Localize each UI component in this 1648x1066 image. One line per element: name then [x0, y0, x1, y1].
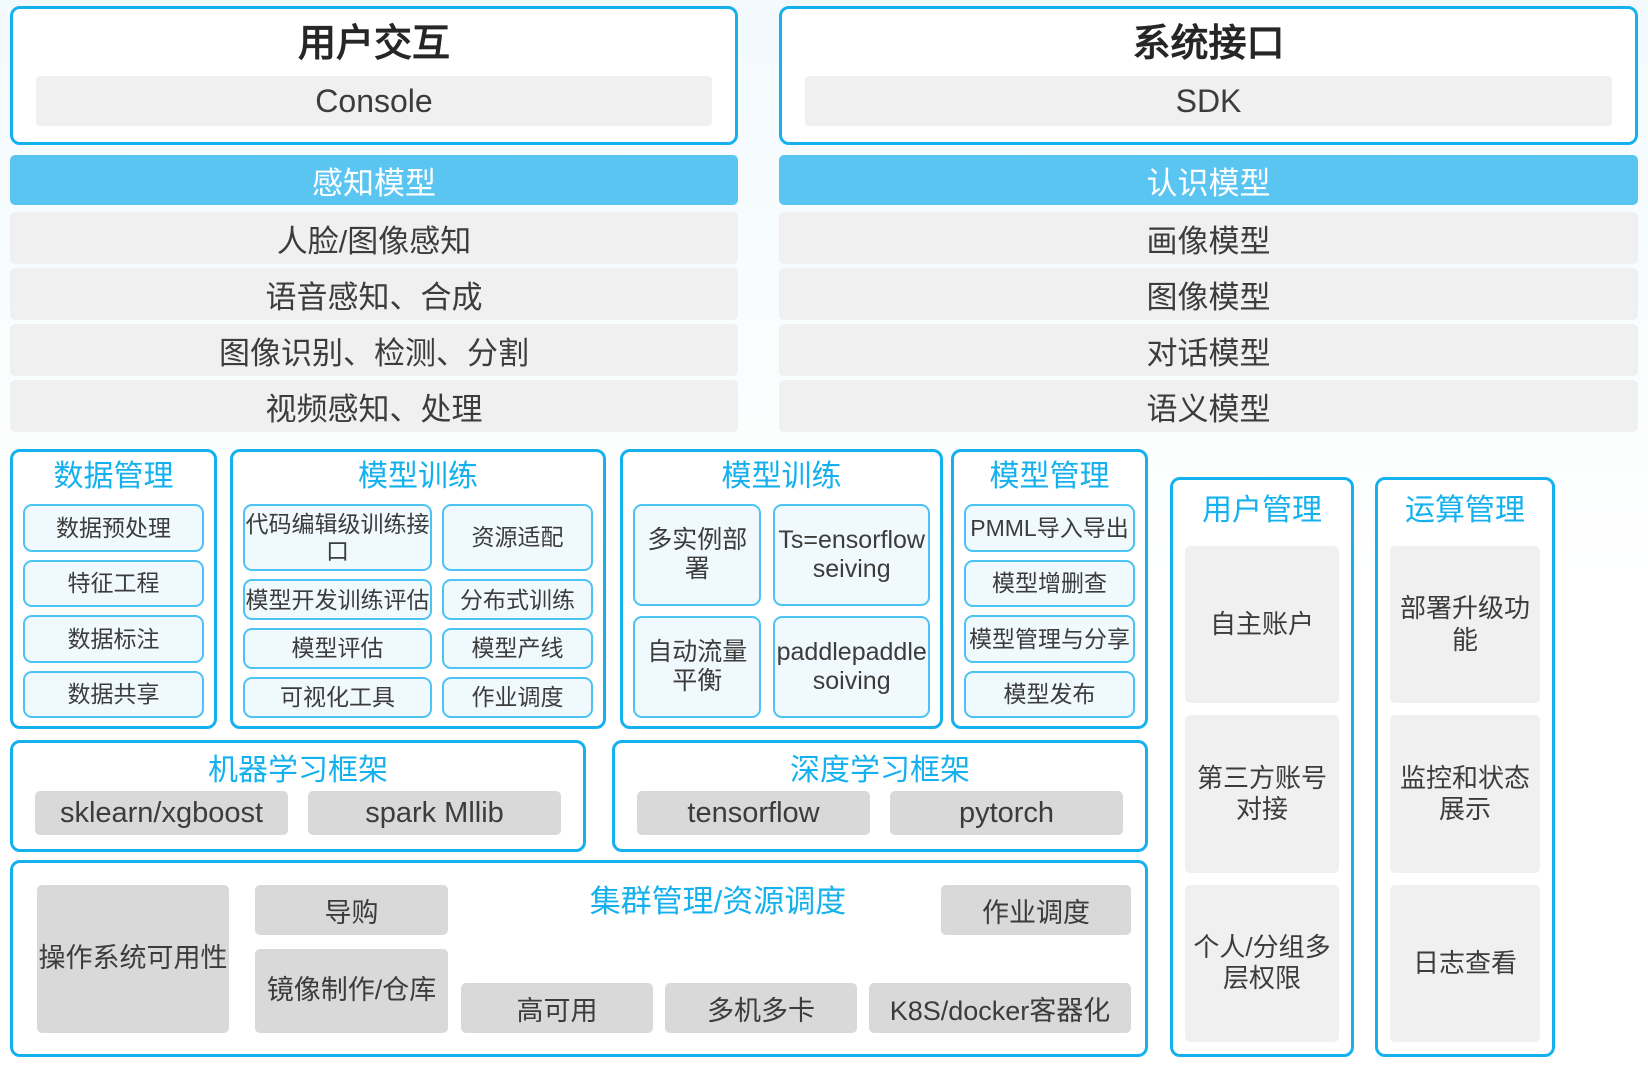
system-interface-title: 系统接口	[1132, 23, 1285, 65]
perception-row-3[interactable]: 视频感知、处理	[10, 380, 738, 432]
cluster-item-mirror-repository[interactable]: 镜像制作/仓库	[255, 949, 448, 1033]
cognition-row-1[interactable]: 图像模型	[779, 268, 1638, 320]
data-management-item[interactable]: 数据标注	[23, 615, 204, 663]
model-training-panel-2: 模型训练 多实例部署 Ts=ensorflow seiving 自动流量平衡 p…	[620, 449, 943, 729]
perception-model-header: 感知模型	[10, 155, 738, 205]
model-training-item[interactable]: 分布式训练	[441, 579, 593, 621]
machine-learning-framework-panel: 机器学习框架 sklearn/xgboost spark Mllib	[10, 740, 586, 852]
model-training-item[interactable]: 模型产线	[441, 628, 593, 670]
user-management-item[interactable]: 第三方账号对接	[1185, 715, 1339, 873]
model-training-item[interactable]: Ts=ensorflow seiving	[773, 504, 930, 606]
model-training-item[interactable]: 模型评估	[243, 628, 432, 670]
data-management-title: 数据管理	[53, 460, 174, 493]
deep-learning-framework-title: 深度学习框架	[790, 754, 970, 787]
cluster-item-multi-machine-multi-card[interactable]: 多机多卡	[665, 983, 857, 1033]
perception-row-2[interactable]: 图像识别、检测、分割	[10, 324, 738, 376]
model-training-item[interactable]: 资源适配	[441, 504, 593, 572]
model-management-item[interactable]: 模型增删查	[964, 559, 1135, 607]
compute-management-title: 运算管理	[1405, 494, 1525, 527]
cognition-row-3[interactable]: 语义模型	[779, 380, 1638, 432]
dl-framework-item[interactable]: tensorflow	[637, 791, 870, 835]
cluster-item-high-availability[interactable]: 高可用	[461, 983, 653, 1033]
model-training-item[interactable]: 可视化工具	[243, 677, 432, 718]
model-training-item[interactable]: paddlepaddle soiving	[773, 616, 930, 718]
user-management-panel: 用户管理 自主账户 第三方账号对接 个人/分组多层权限	[1170, 477, 1354, 1057]
user-management-item[interactable]: 个人/分组多层权限	[1185, 884, 1339, 1042]
user-interaction-title: 用户交互	[297, 23, 450, 65]
model-management-item[interactable]: PMML导入导出	[964, 504, 1135, 552]
cluster-item-k8s-docker[interactable]: K8S/docker客器化	[869, 983, 1131, 1033]
perception-row-1[interactable]: 语音感知、合成	[10, 268, 738, 320]
model-training-item[interactable]: 多实例部署	[633, 504, 762, 606]
cluster-item-job-scheduling[interactable]: 作业调度	[941, 885, 1131, 935]
model-training-item[interactable]: 模型开发训练评估	[243, 579, 432, 621]
system-interface-panel: 系统接口 SDK	[779, 6, 1638, 145]
model-management-item[interactable]: 模型发布	[964, 670, 1135, 718]
model-training-item[interactable]: 作业调度	[441, 677, 593, 718]
data-management-item[interactable]: 数据预处理	[23, 504, 204, 552]
compute-management-item[interactable]: 日志查看	[1390, 884, 1540, 1042]
model-training-title-2: 模型训练	[721, 460, 842, 493]
user-management-item[interactable]: 自主账户	[1185, 546, 1339, 704]
ml-framework-item[interactable]: spark Mllib	[308, 791, 561, 835]
perception-row-0[interactable]: 人脸/图像感知	[10, 212, 738, 264]
model-training-title-1: 模型训练	[358, 460, 478, 493]
data-management-item[interactable]: 数据共享	[23, 670, 204, 718]
model-training-panel-1: 模型训练 代码编辑级训练接口 资源适配 模型开发训练评估 分布式训练 模型评估 …	[230, 449, 606, 729]
cluster-item-os-availability[interactable]: 操作系统可用性	[37, 885, 229, 1033]
data-management-item[interactable]: 特征工程	[23, 559, 204, 607]
dl-framework-item[interactable]: pytorch	[890, 791, 1123, 835]
model-management-item[interactable]: 模型管理与分享	[964, 615, 1135, 663]
deep-learning-framework-panel: 深度学习框架 tensorflow pytorch	[612, 740, 1148, 852]
user-management-title: 用户管理	[1202, 494, 1322, 527]
cognition-row-2[interactable]: 对话模型	[779, 324, 1638, 376]
model-management-panel: 模型管理 PMML导入导出 模型增删查 模型管理与分享 模型发布	[951, 449, 1148, 729]
machine-learning-framework-title: 机器学习框架	[208, 754, 388, 787]
cognition-model-header: 认识模型	[779, 155, 1638, 205]
model-training-item[interactable]: 自动流量平衡	[633, 616, 762, 718]
compute-management-item[interactable]: 部署升级功能	[1390, 546, 1540, 704]
user-interaction-panel: 用户交互 Console	[10, 6, 738, 145]
console-chip[interactable]: Console	[36, 76, 712, 126]
sdk-chip[interactable]: SDK	[805, 76, 1612, 126]
cluster-management-panel: 集群管理/资源调度 操作系统可用性 导购 镜像制作/仓库 作业调度 高可用 多机…	[10, 860, 1148, 1057]
data-management-panel: 数据管理 数据预处理 特征工程 数据标注 数据共享	[10, 449, 217, 729]
model-management-title: 模型管理	[989, 460, 1110, 493]
model-training-item[interactable]: 代码编辑级训练接口	[243, 504, 432, 572]
compute-management-item[interactable]: 监控和状态展示	[1390, 715, 1540, 873]
cluster-item-daogou[interactable]: 导购	[255, 885, 448, 935]
compute-management-panel: 运算管理 部署升级功能 监控和状态展示 日志查看	[1375, 477, 1555, 1057]
cognition-row-0[interactable]: 画像模型	[779, 212, 1638, 264]
ml-framework-item[interactable]: sklearn/xgboost	[35, 791, 288, 835]
cluster-management-title: 集群管理/资源调度	[589, 884, 847, 919]
